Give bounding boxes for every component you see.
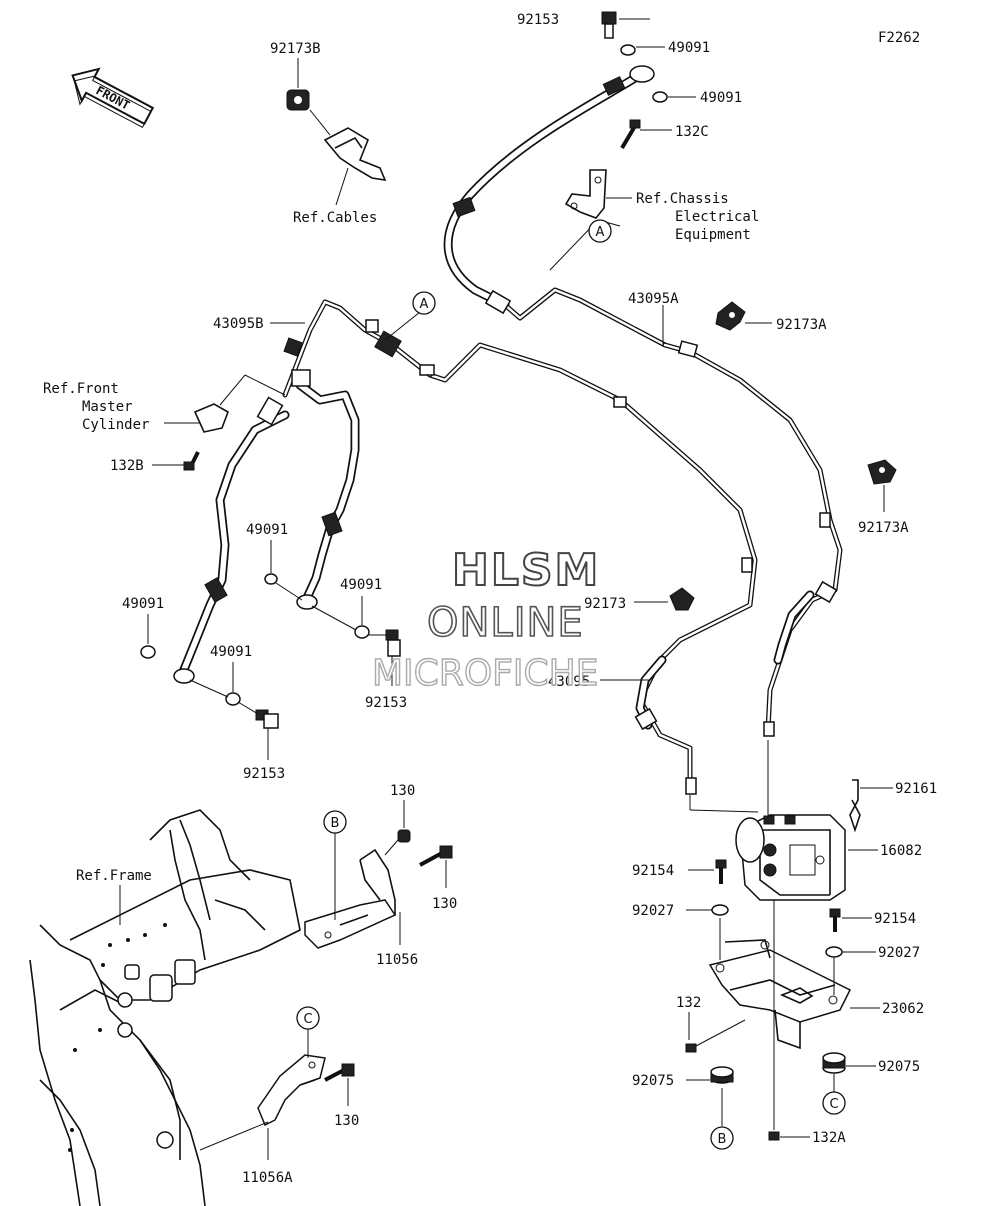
label-92161: 92161 [895, 781, 937, 797]
label-11056: 11056 [376, 952, 418, 968]
label-92153-top: 92153 [517, 12, 559, 28]
clamp-92173b [286, 89, 310, 111]
label-92075-l: 92075 [632, 1073, 674, 1089]
label-92173: 92173 [584, 596, 626, 612]
washer-l2 [225, 692, 241, 706]
label-132: 132 [676, 995, 701, 1011]
label-92173a-2: 92173A [858, 520, 909, 536]
washer-l3 [264, 573, 278, 585]
bolt-92154-left [715, 859, 727, 884]
bolt-132a [768, 1131, 780, 1141]
banjo-bolt-top [601, 11, 617, 39]
label-ref-front-3: Cylinder [82, 417, 149, 433]
watermark-line2: ONLINE [427, 600, 584, 646]
label-92027-r: 92027 [878, 945, 920, 961]
bolt-132b [183, 451, 200, 471]
bolt-130-b [419, 845, 453, 867]
watermark-line1: HLSM [452, 545, 600, 596]
washer-l4 [354, 625, 370, 639]
grommet-92075-right [822, 1052, 846, 1074]
label-92173a-1: 92173A [776, 317, 827, 333]
label-ref-chassis-3: Equipment [675, 227, 751, 243]
callout-a-upper [588, 219, 612, 243]
label-43095a: 43095A [628, 291, 679, 307]
front-arrow-icon: FRONT [71, 67, 155, 128]
clamp-92173a-upper [715, 301, 746, 331]
callout-c-right-text: C [829, 1097, 838, 1112]
label-43095b: 43095B [213, 316, 264, 332]
callout-b-right [710, 1126, 734, 1150]
washer-top-1 [620, 44, 636, 56]
label-130-1: 130 [390, 783, 415, 799]
master-cylinder-bracket [193, 403, 229, 433]
label-132a: 132A [812, 1130, 846, 1146]
collar-92027-right [825, 946, 843, 958]
label-49091-l2: 49091 [210, 644, 252, 660]
label-43095: 43095 [548, 674, 590, 690]
grommet-92075-left [710, 1066, 734, 1084]
watermark-line3: MICROFICHE [372, 653, 598, 694]
banjo-bolt-l1 [255, 709, 279, 729]
washer-top-2 [652, 91, 668, 103]
bolt-132 [685, 1043, 697, 1053]
label-23062: 23062 [882, 1001, 924, 1017]
bolt-130-a [397, 829, 411, 843]
label-49091-l4: 49091 [340, 577, 382, 593]
label-92154-r: 92154 [874, 911, 916, 927]
upper-brake-hose [443, 65, 668, 348]
label-132c: 132C [675, 124, 709, 140]
bolt-130-c [324, 1063, 355, 1082]
brake-hose-43095b [173, 299, 435, 684]
frame-assembly [29, 809, 301, 1206]
label-ref-frame: Ref.Frame [76, 868, 152, 884]
label-ref-front-1: Ref.Front [43, 381, 119, 397]
label-130-2: 130 [432, 896, 457, 912]
callout-a-left [412, 291, 436, 315]
callout-c-right [822, 1091, 846, 1115]
label-130-3: 130 [334, 1113, 359, 1129]
chassis-bracket [564, 169, 607, 219]
label-49091-l3: 49091 [246, 522, 288, 538]
label-ref-chassis-2: Electrical [675, 209, 759, 225]
label-49091-l1: 49091 [122, 596, 164, 612]
clamp-92173a-lower [867, 459, 897, 485]
label-11056a: 11056A [242, 1170, 293, 1186]
label-ref-cables: Ref.Cables [293, 210, 377, 226]
label-92027-l: 92027 [632, 903, 674, 919]
bracket-11056 [304, 848, 397, 949]
abs-bracket-23062 [708, 939, 852, 1050]
callout-b-right-text: B [718, 1132, 727, 1147]
label-ref-chassis-1: Ref.Chassis [636, 191, 729, 207]
callout-a-upper-text: A [596, 225, 605, 240]
abs-unit-16082 [735, 814, 846, 901]
clamp-92173 [669, 587, 695, 611]
label-92154-l: 92154 [632, 863, 674, 879]
brake-pipe-43095 [427, 340, 843, 795]
callout-c-left-text: C [303, 1012, 312, 1027]
banjo-bolt-l2 [385, 629, 401, 657]
label-92153-l1: 92153 [243, 766, 285, 782]
label-132b: 132B [110, 458, 144, 474]
figure-code: F2262 [878, 30, 920, 46]
label-49091-top2: 49091 [700, 90, 742, 106]
label-49091-top1: 49091 [668, 40, 710, 56]
bolt-92154-right [829, 908, 841, 932]
label-92075-r: 92075 [878, 1059, 920, 1075]
washer-l1 [140, 645, 156, 659]
callout-a-left-text: A [420, 297, 429, 312]
bracket-11056a [257, 1054, 326, 1127]
label-ref-front-2: Master [82, 399, 133, 415]
callout-b-left-text: B [331, 816, 340, 831]
collar-92027-left [711, 904, 729, 916]
label-92173b: 92173B [270, 41, 321, 57]
bolt-132c [620, 119, 641, 150]
clip-92161 [849, 779, 861, 833]
cable-bracket [323, 127, 387, 182]
label-92153-l2: 92153 [365, 695, 407, 711]
label-16082: 16082 [880, 843, 922, 859]
